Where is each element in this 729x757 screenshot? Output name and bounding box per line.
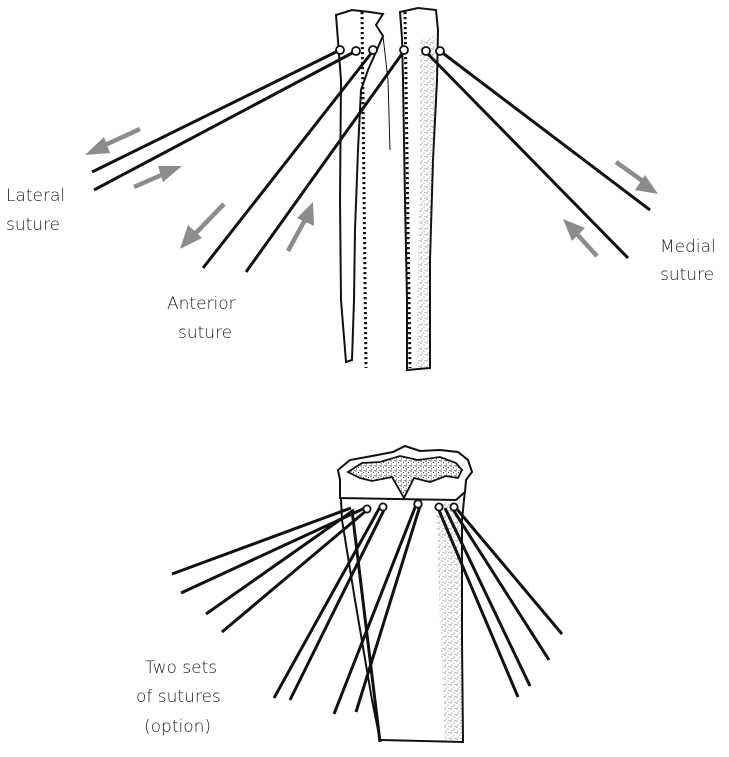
drill-hole — [436, 47, 444, 55]
top-bone-crack — [383, 36, 390, 150]
drill-hole — [379, 503, 386, 510]
arrow-lateral-in-icon — [134, 166, 182, 187]
top-labels: Lateral suture Anterior suture Medial su… — [6, 186, 716, 343]
bottom-suture-strand — [456, 508, 562, 634]
drill-hole — [450, 503, 457, 510]
two-sets-label-line2: of sutures — [136, 687, 221, 707]
drill-hole — [435, 503, 442, 510]
arrow-anterior-out-icon — [180, 204, 224, 249]
bottom-labels: Two sets of sutures (option) — [136, 658, 221, 737]
drill-hole — [352, 47, 360, 55]
anterior-suture-label-line2: suture — [178, 323, 232, 343]
medial-suture-label-line2: suture — [660, 265, 714, 285]
top-sutures — [92, 50, 650, 272]
medial-suture-label-line1: Medial — [660, 237, 716, 257]
medial-suture-strand-upper — [440, 51, 650, 210]
bottom-suture-strand — [452, 508, 549, 660]
bottom-bone — [338, 446, 472, 742]
bottom-suture-strand — [206, 510, 354, 614]
drill-hole — [400, 46, 408, 54]
top-figure: Lateral suture Anterior suture Medial su… — [6, 8, 716, 370]
drill-hole — [363, 505, 370, 512]
lateral-suture-label-line1: Lateral — [6, 186, 65, 206]
arrow-medial-in-icon — [563, 219, 597, 256]
two-sets-label-line3: (option) — [144, 717, 211, 737]
lateral-suture-label-line2: suture — [6, 215, 60, 235]
drill-hole — [422, 47, 430, 55]
drill-hole — [414, 500, 422, 508]
top-bone — [336, 8, 438, 370]
bottom-suture-strand — [172, 508, 351, 574]
lateral-suture-strand-upper — [92, 50, 340, 172]
drill-hole — [336, 46, 344, 54]
bottom-figure: Two sets of sutures (option) — [136, 446, 562, 742]
two-sets-label-line1: Two sets — [145, 658, 217, 678]
drill-hole — [369, 46, 377, 54]
top-bone-left-piece — [336, 10, 383, 362]
anterior-suture-label-line1: Anterior — [167, 294, 236, 314]
medial-suture-strand-lower — [426, 52, 628, 258]
